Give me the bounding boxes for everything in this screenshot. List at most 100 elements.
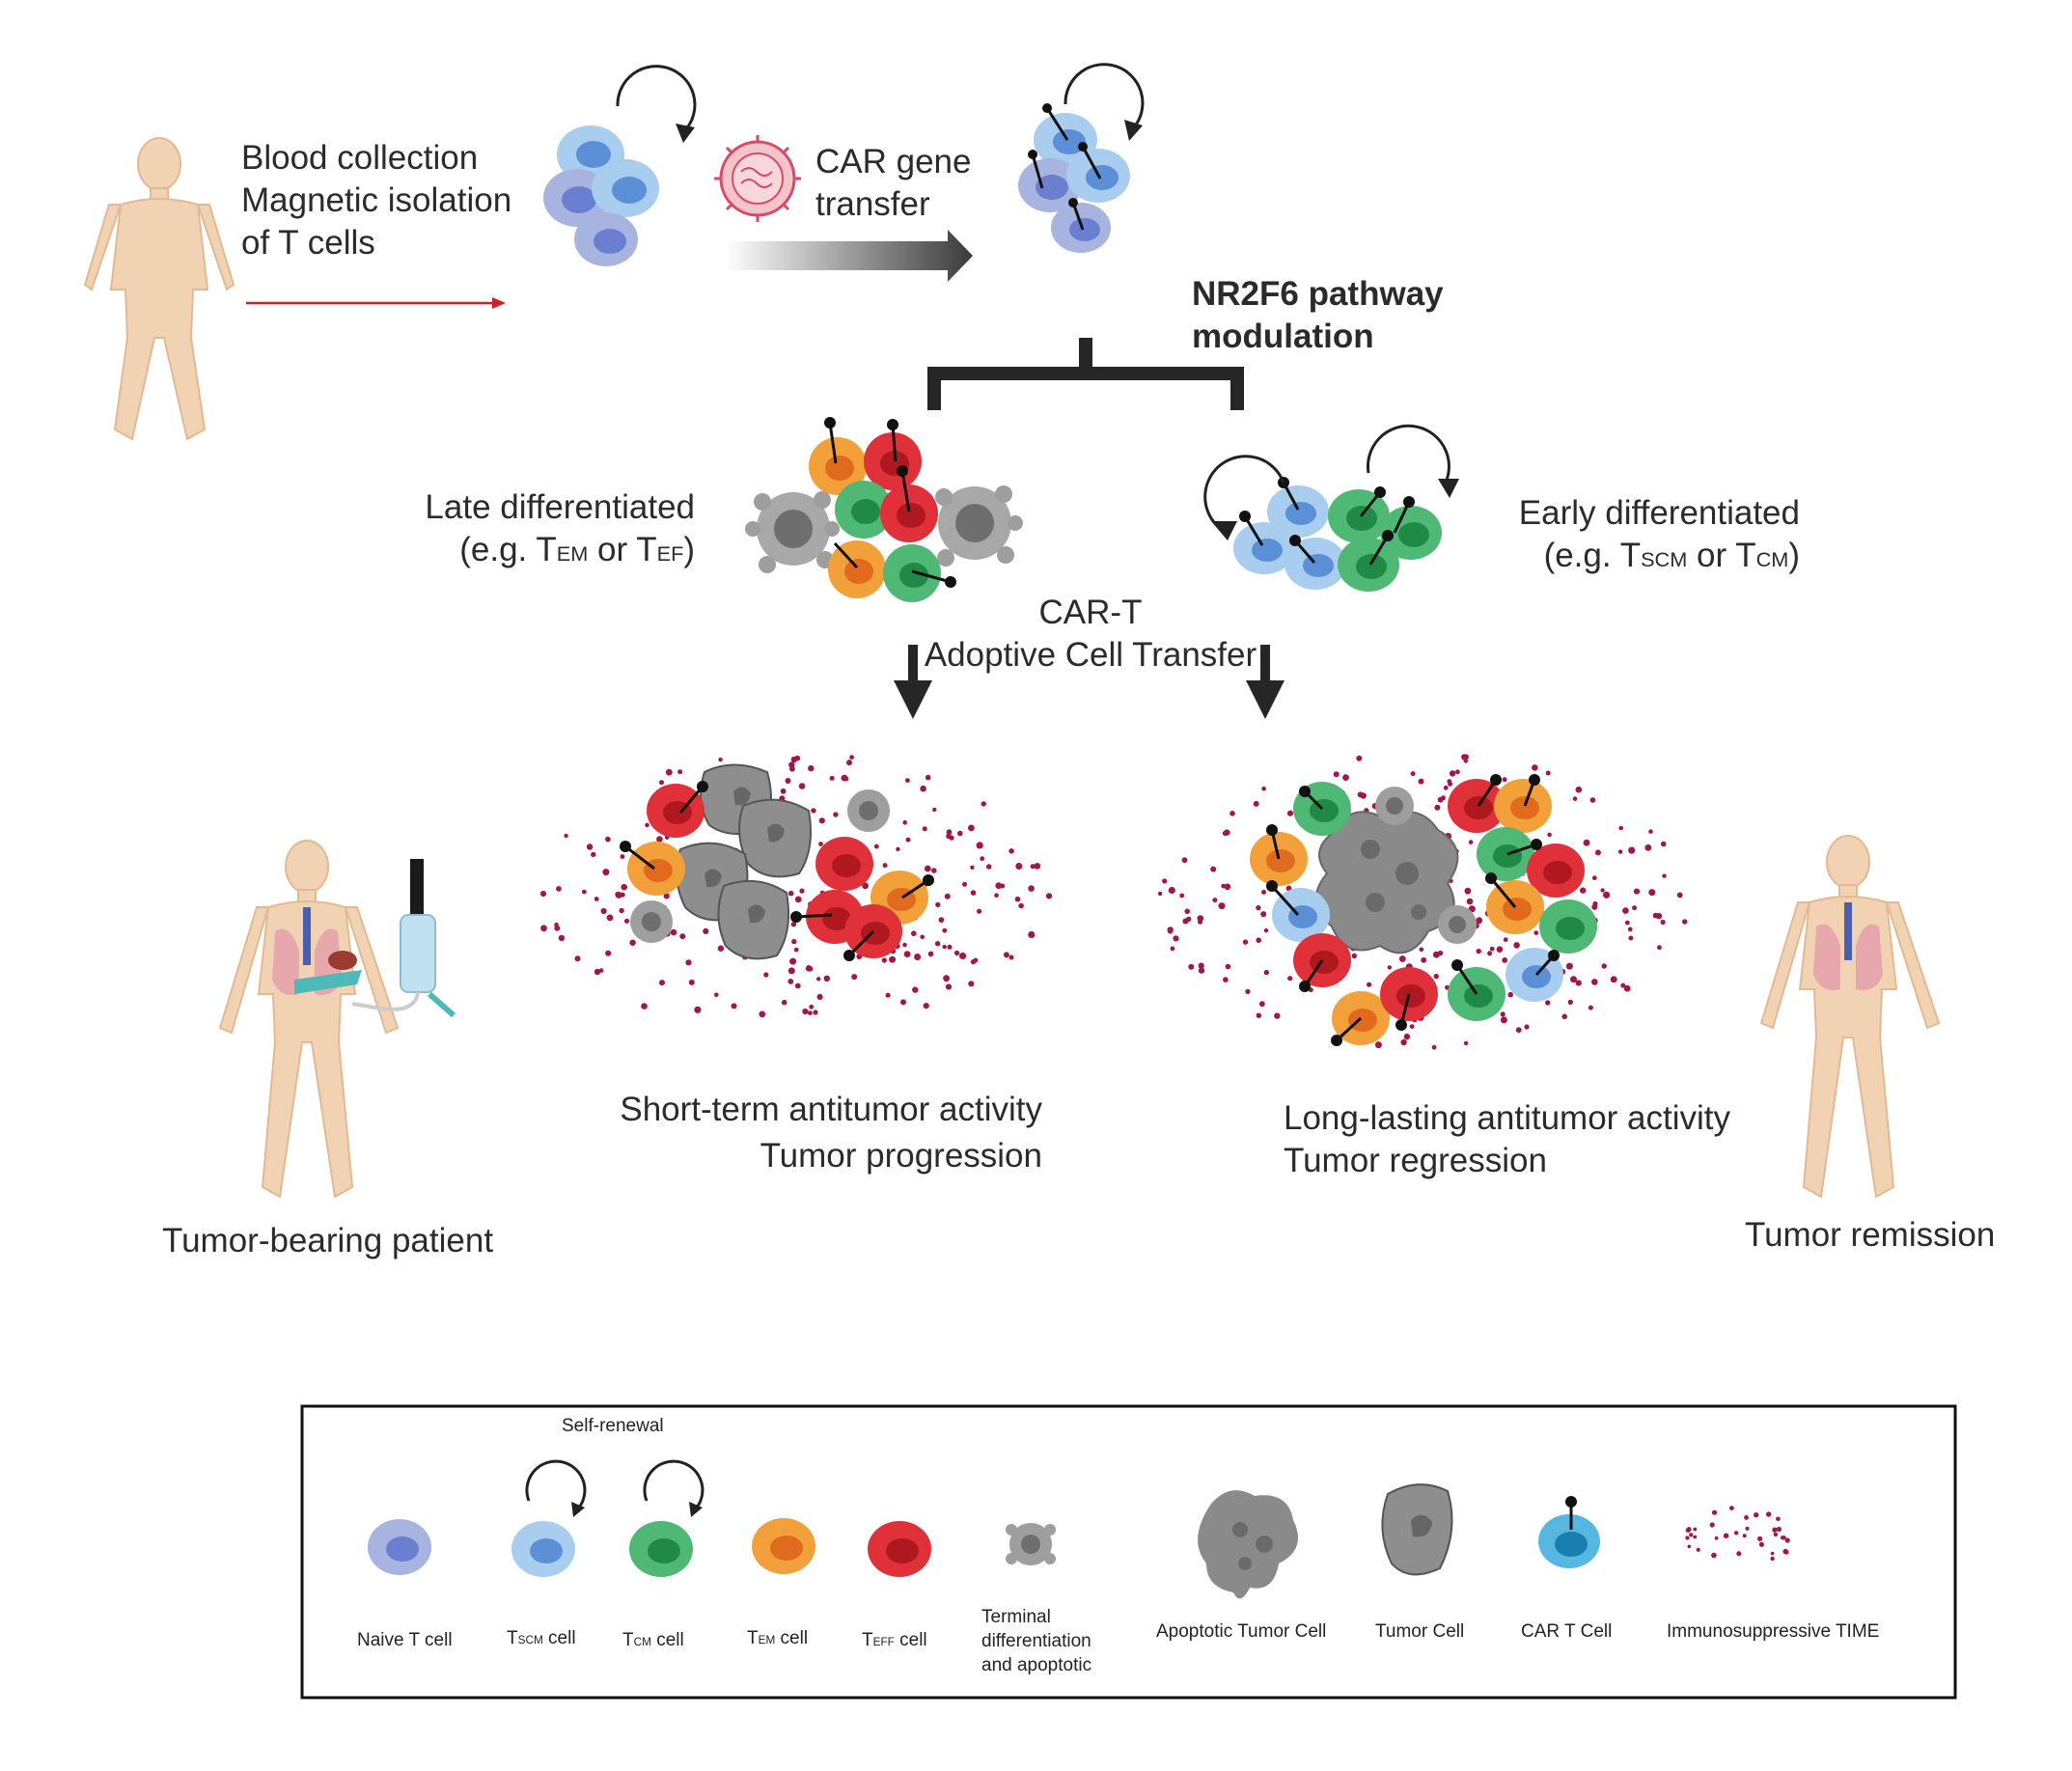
time-dot [873,844,879,849]
time-dot [789,957,797,965]
legend-terminal-label: Terminal differentiation and apoptotic [981,1605,1091,1677]
time-dot [1507,991,1513,998]
time-dot [1711,1509,1718,1515]
time-dot [959,952,967,960]
time-dot [1623,984,1631,992]
time-dot [1221,883,1227,889]
time-dot [962,881,967,887]
time-dot [985,864,992,870]
time-dot [1449,770,1456,777]
legend-naive-label: Naive T cell [357,1630,453,1650]
time-dot [659,980,665,986]
time-dot [1583,839,1590,846]
time-dot [1466,898,1474,905]
time-dot [620,854,625,859]
time-dot [591,851,596,858]
tumor-remission-label: Tumor remission [1745,1216,1996,1254]
time-dot [994,893,999,898]
time-dot [1463,754,1470,760]
time-dot [1419,947,1424,953]
time-dot [1633,888,1641,895]
gene-transfer-arrow [726,230,973,282]
blood-collection-line-1: Blood collection [241,139,479,177]
time-dot [1410,771,1416,777]
apoptotic-tumor-cell [1314,811,1459,955]
time-dot [790,922,797,927]
time-dot [1431,1044,1437,1050]
time-dot [1351,953,1358,959]
time-dot [1709,1522,1715,1528]
time-dot [1173,935,1179,942]
time-dot [1660,919,1666,926]
time-dot [574,955,581,962]
legend-tumor-cell-label: Tumor Cell [1375,1621,1465,1642]
legend-icons [368,1459,1790,1599]
time-dot [1167,928,1174,934]
time-dot [1274,1012,1281,1019]
legend-tscm-label: TSCM cell [507,1628,576,1648]
blood-collection-line-2: Magnetic isolation [241,181,512,219]
self-renewal-arrow-early-left [1203,455,1285,531]
time-dot [781,999,787,1006]
time-dot [1601,963,1607,969]
time-dot [977,908,982,914]
legend-car-t-icon [1538,1496,1600,1568]
time-dot [903,951,911,957]
legend-tem-label: TEM cell [747,1628,809,1648]
donor-figure-icon [83,137,235,441]
time-dot [911,930,917,936]
time-dot [1356,755,1363,761]
time-dot [1545,770,1551,776]
time-dot [953,950,960,956]
time-dot [564,833,568,839]
time-dot [905,837,911,843]
time-dot [1333,771,1340,778]
time-dot [1028,930,1036,939]
time-dot [976,842,983,849]
time-dot [1028,885,1035,892]
time-dot [1184,908,1190,915]
time-dot [938,917,945,923]
time-dot [902,942,907,948]
time-dot [1660,841,1667,847]
time-dot [1433,973,1439,980]
time-dot [605,950,612,956]
time-dot [1014,896,1021,902]
time-dot [1256,904,1261,911]
time-dot [790,756,798,763]
time-dot [605,836,611,843]
car-t-cells-top [1018,103,1130,253]
time-dot [1648,829,1653,834]
nr2f6-line-2: modulation [1192,318,1374,355]
time-dot [1773,1532,1779,1537]
self-renewal-arrow-early-right [1366,424,1450,484]
time-dot [679,933,686,940]
time-dot [1434,804,1441,811]
time-dot [925,774,931,781]
time-dot [1603,891,1611,899]
short-term-outcome-label: Short-term antitumor activity Tumor prog… [598,1089,1042,1177]
time-dot [1210,866,1217,872]
time-dot [885,992,891,998]
short-term-line-2: Tumor progression [760,1137,1042,1175]
time-dot [923,1003,929,1010]
time-dot [920,934,925,940]
time-dot [694,1006,702,1013]
legend-self-renewal-arrow-1 [525,1459,587,1508]
time-dot [1245,988,1251,994]
time-dot [1168,886,1175,895]
time-dot [1776,1526,1782,1533]
remission-patient-icon [1759,835,1941,1199]
time-dot [1655,913,1663,920]
time-dot [1188,963,1195,970]
legend-box [300,1404,1957,1700]
time-dot [1766,1511,1772,1517]
time-dot [1181,857,1188,864]
time-dot [1600,888,1605,893]
time-dot [934,941,941,947]
time-dot [1387,965,1393,970]
time-dot [1008,848,1014,854]
time-dot [1157,891,1163,897]
time-dot [1503,937,1508,942]
